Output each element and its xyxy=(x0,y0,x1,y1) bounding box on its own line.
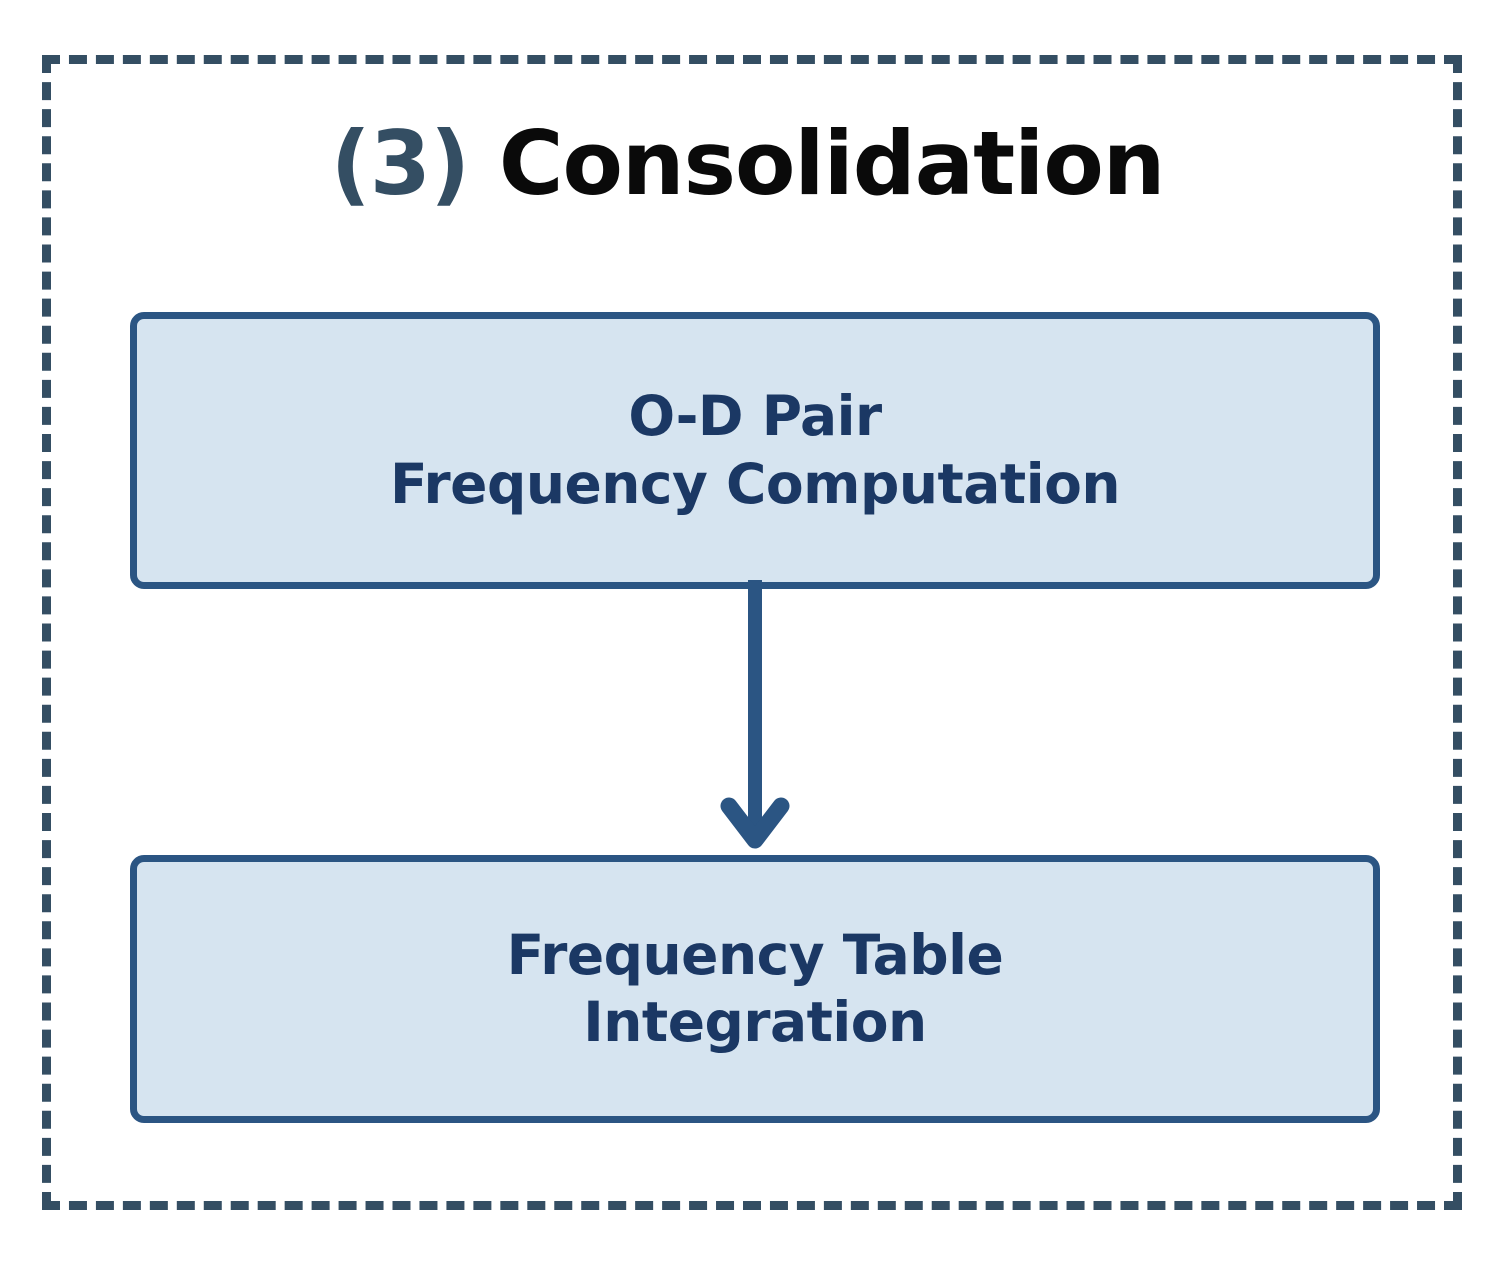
connector-arrow xyxy=(700,580,810,852)
process-node-label-line1: Frequency Table xyxy=(506,922,1004,987)
stage-number: (3) xyxy=(330,112,471,215)
process-node-label-line2: Integration xyxy=(583,990,927,1054)
process-node-label-line1: O-D Pair xyxy=(628,384,882,449)
process-node-frequency-table-integration[interactable]: Frequency Table Integration xyxy=(130,855,1380,1123)
process-node-label: Frequency Table Integration xyxy=(507,922,1004,1056)
stage-title: (3) Consolidation xyxy=(0,117,1495,210)
stage-label: Consolidation xyxy=(498,112,1166,215)
process-node-od-pair-frequency-computation[interactable]: O-D Pair Frequency Computation xyxy=(130,312,1380,589)
process-node-label: O-D Pair Frequency Computation xyxy=(389,383,1121,517)
down-arrow-icon xyxy=(720,580,790,849)
process-node-label-line2: Frequency Computation xyxy=(389,451,1121,516)
stage-container xyxy=(42,55,1462,1210)
